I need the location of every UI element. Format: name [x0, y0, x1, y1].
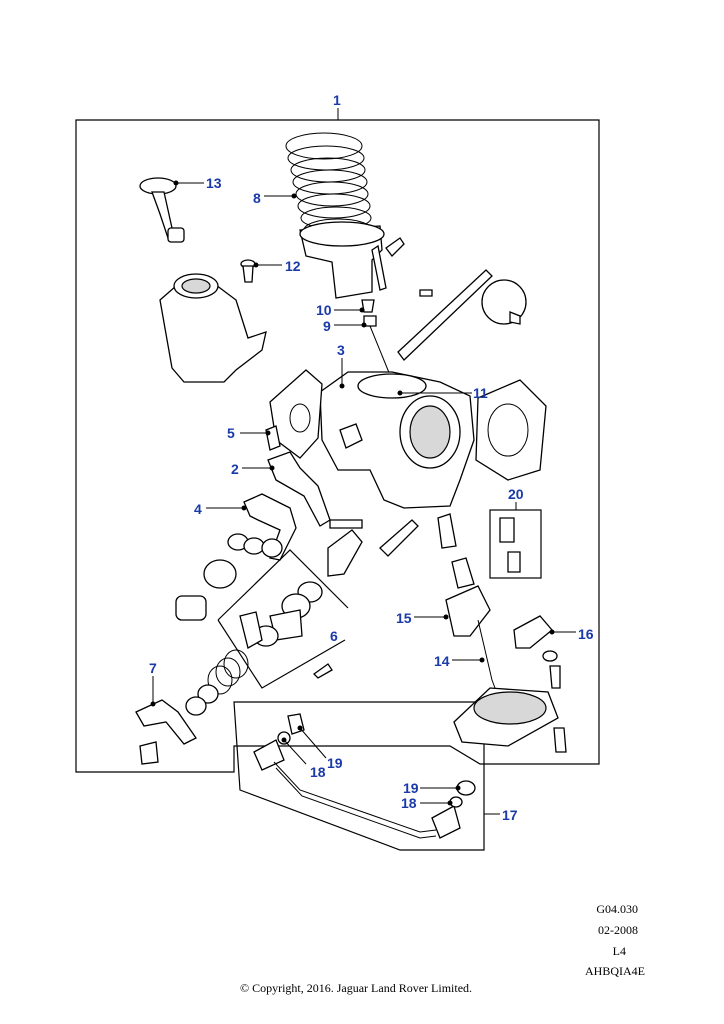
svg-text:18: 18 [310, 764, 326, 780]
svg-text:19: 19 [403, 780, 419, 796]
assembly-frame [75, 119, 600, 773]
callout-8: 8 [253, 190, 297, 206]
svg-text:19: 19 [327, 755, 343, 771]
svg-text:20: 20 [508, 486, 524, 502]
callout-5: 5 [227, 425, 271, 441]
svg-text:15: 15 [396, 610, 412, 626]
item-6-frame [217, 549, 349, 689]
callout-6: 6 [330, 628, 338, 644]
throttle-linkage [243, 425, 363, 561]
svg-text:16: 16 [578, 626, 594, 642]
callout-3: 3 [337, 342, 345, 389]
callout-14: 14 [434, 653, 485, 669]
svg-text:5: 5 [227, 425, 235, 441]
illustration-ref: AHBQIA4E [585, 964, 645, 978]
callout-19-lower: 19 [403, 780, 461, 796]
svg-text:14: 14 [434, 653, 450, 669]
callout-1: 1 [333, 92, 341, 120]
svg-text:4: 4 [194, 501, 202, 517]
svg-text:18: 18 [401, 795, 417, 811]
svg-text:17: 17 [502, 807, 518, 823]
callout-15: 15 [396, 610, 449, 626]
return-spring-and-lever [135, 649, 333, 765]
callout-2: 2 [231, 461, 275, 477]
callout-10: 10 [316, 302, 365, 318]
svg-text:7: 7 [149, 660, 157, 676]
jet-assembly [175, 529, 363, 649]
callout-11: 11 [397, 385, 488, 401]
illustration-date: 02-2008 [598, 923, 638, 937]
copyright-notice: © Copyright, 2016. Jaguar Land Rover Lim… [239, 981, 473, 995]
svg-text:9: 9 [323, 318, 331, 334]
svg-text:12: 12 [285, 258, 301, 274]
callout-7: 7 [149, 660, 157, 707]
callout-16: 16 [549, 626, 594, 642]
svg-text:10: 10 [316, 302, 332, 318]
callout-9: 9 [323, 318, 367, 334]
callout-17: 17 [484, 807, 518, 823]
svg-text:6: 6 [330, 628, 338, 644]
damper [139, 177, 185, 243]
float-chamber [379, 513, 567, 753]
callout-4: 4 [194, 501, 247, 517]
carburettor-body [319, 371, 475, 509]
callout-13: 13 [173, 175, 222, 191]
callout-19-upper: 19 [297, 725, 343, 771]
suction-chamber [159, 273, 267, 383]
svg-text:11: 11 [473, 385, 488, 401]
screw-12 [240, 259, 256, 283]
fuel-pipe [253, 713, 476, 839]
callout-20: 20 [508, 486, 524, 510]
svg-text:13: 13 [206, 175, 222, 191]
callout-18-lower: 18 [401, 795, 453, 811]
needle-assembly [361, 299, 393, 381]
svg-text:8: 8 [253, 190, 261, 206]
gaskets [269, 369, 547, 481]
item-20-parts [499, 517, 521, 573]
pipe-kit-frame [233, 701, 485, 851]
callout-12: 12 [253, 258, 301, 274]
svg-text:2: 2 [231, 461, 239, 477]
piston-spring [285, 132, 373, 242]
throttle-spindle [397, 269, 527, 361]
piston [299, 221, 405, 299]
svg-text:3: 3 [337, 342, 345, 358]
illustration-level: L4 [612, 944, 626, 958]
callout-18-upper: 18 [281, 737, 326, 780]
svg-text:1: 1 [333, 92, 341, 108]
illustration-code: G04.030 [596, 902, 638, 916]
